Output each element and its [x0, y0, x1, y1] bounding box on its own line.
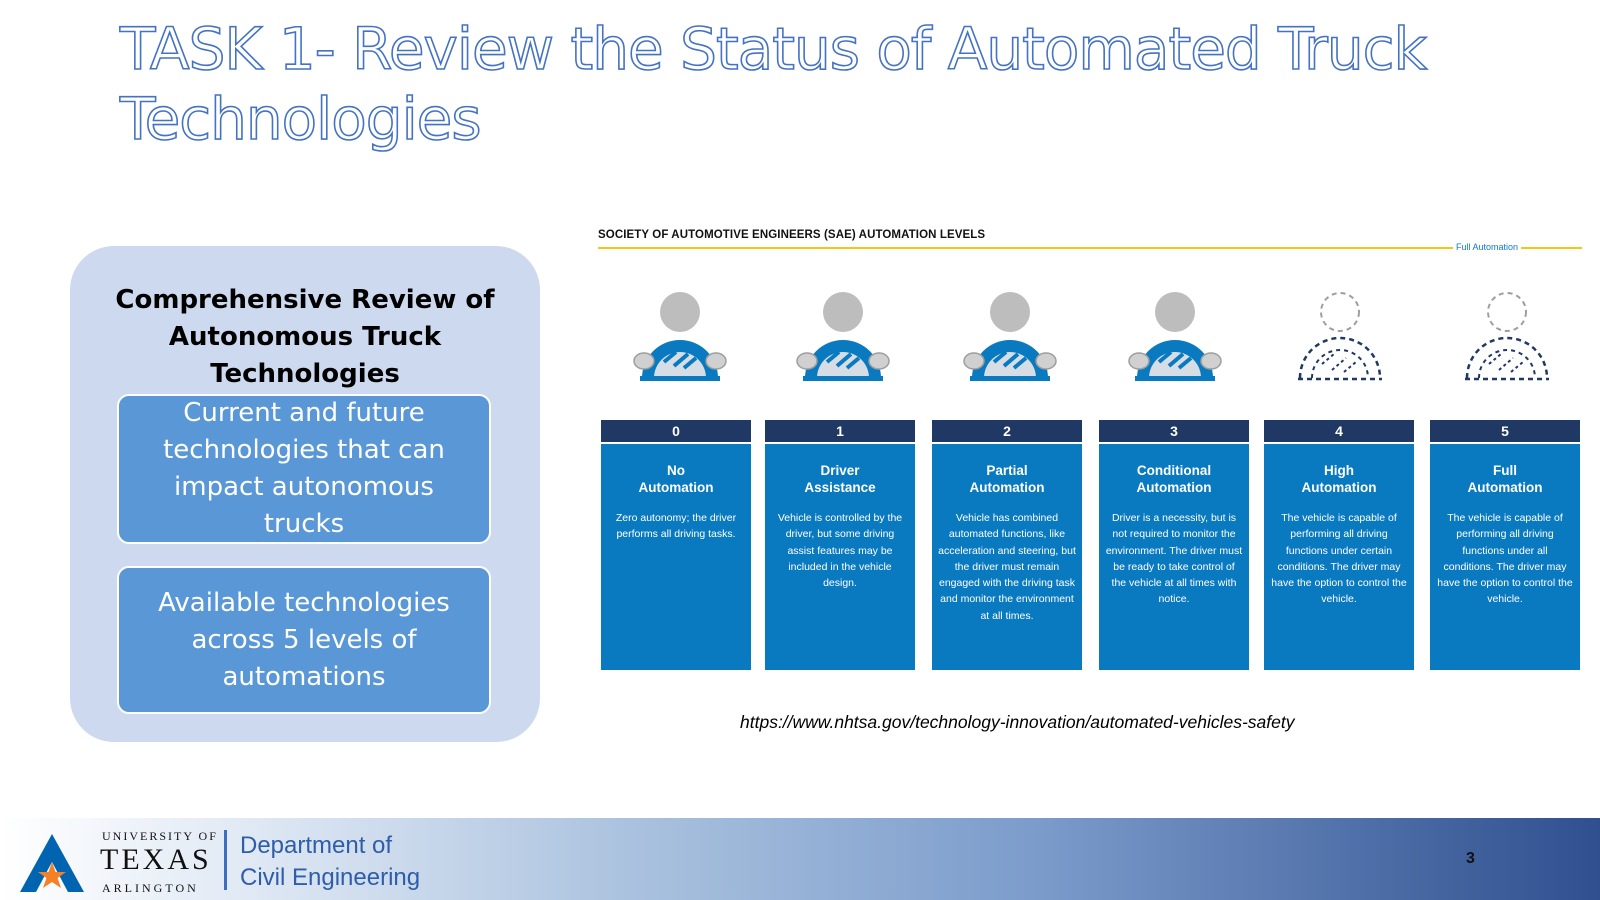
level-body: Driver Assistance Vehicle is controlled …	[765, 444, 915, 670]
page-number: 3	[1466, 850, 1475, 867]
level-description: Driver is a necessity, but is not requir…	[1105, 512, 1243, 606]
full-automation-tag: Full Automation	[1453, 242, 1522, 253]
level-body: No Automation Zero autonomy; the driver …	[601, 444, 751, 670]
driver-solid-icon	[963, 292, 1057, 381]
university-top-text: UNIVERSITY OF	[102, 829, 218, 843]
level-number: 4	[1264, 420, 1414, 442]
driver-solid-icon	[796, 292, 890, 381]
level-name: High Automation	[1301, 463, 1377, 495]
level-description: The vehicle is capable of performing all…	[1437, 512, 1573, 606]
review-heading: Comprehensive Review of Autonomous Truck…	[115, 285, 495, 389]
review-box-available-tech: Available technologies across 5 levels o…	[117, 566, 491, 714]
university-bottom-text: ARLINGTON	[102, 881, 199, 895]
department-line-1: Department of	[240, 832, 393, 859]
level-number: 0	[601, 420, 751, 442]
level-name: Full Automation	[1467, 463, 1543, 495]
level-description: The vehicle is capable of performing all…	[1271, 512, 1407, 606]
level-body: Conditional Automation Driver is a neces…	[1099, 444, 1249, 670]
sae-level-5: 5 Full Automation The vehicle is capable…	[1430, 420, 1580, 670]
sae-level-1: 1 Driver Assistance Vehicle is controlle…	[765, 420, 915, 670]
footer-divider	[224, 830, 227, 890]
level-description: Zero autonomy; the driver performs all d…	[615, 512, 737, 541]
driver-dashed-icon	[1298, 292, 1382, 381]
sae-level-2: 2 Partial Automation Vehicle has combine…	[932, 420, 1082, 670]
driver-dashed-icon	[1465, 292, 1549, 381]
sae-level-4: 4 High Automation The vehicle is capable…	[1264, 420, 1414, 670]
uta-a-star-logo-icon	[20, 834, 84, 892]
driver-solid-icon	[1128, 292, 1222, 381]
sae-accent-line	[598, 247, 1582, 249]
driver-solid-icon	[633, 292, 727, 381]
level-name: Driver Assistance	[804, 463, 876, 495]
level-description: Vehicle has combined automated functions…	[938, 512, 1076, 622]
level-body: Partial Automation Vehicle has combined …	[932, 444, 1082, 670]
sae-figure-title: SOCIETY OF AUTOMOTIVE ENGINEERS (SAE) AU…	[598, 229, 986, 241]
level-description: Vehicle is controlled by the driver, but…	[777, 512, 903, 590]
department-line-2: Civil Engineering	[240, 864, 421, 891]
source-url-link[interactable]: https://www.nhtsa.gov/technology-innovat…	[740, 712, 1295, 732]
review-box-text: Available technologies across 5 levels o…	[158, 587, 450, 692]
sae-level-0: 0 No Automation Zero autonomy; the drive…	[601, 420, 751, 670]
level-name: Conditional Automation	[1136, 463, 1212, 495]
level-number: 5	[1430, 420, 1580, 442]
level-number: 2	[932, 420, 1082, 442]
level-body: High Automation The vehicle is capable o…	[1264, 444, 1414, 670]
footer: UNIVERSITY OF TEXAS ARLINGTON Department…	[0, 818, 1600, 900]
level-number: 3	[1099, 420, 1249, 442]
review-box-text: Current and future technologies that can…	[163, 398, 445, 539]
level-number: 1	[765, 420, 915, 442]
review-panel: Comprehensive Review of Autonomous Truck…	[70, 246, 540, 742]
level-name: Partial Automation	[969, 463, 1045, 495]
sae-level-3: 3 Conditional Automation Driver is a nec…	[1099, 420, 1249, 670]
department-name: Department of Civil Engineering	[240, 830, 420, 894]
review-box-current-future: Current and future technologies that can…	[117, 394, 491, 544]
slide-title: TASK 1- Review the Status of Automated T…	[119, 14, 1428, 154]
level-body: Full Automation The vehicle is capable o…	[1430, 444, 1580, 670]
level-name: No Automation	[638, 463, 714, 495]
university-main-text: TEXAS	[100, 843, 212, 876]
